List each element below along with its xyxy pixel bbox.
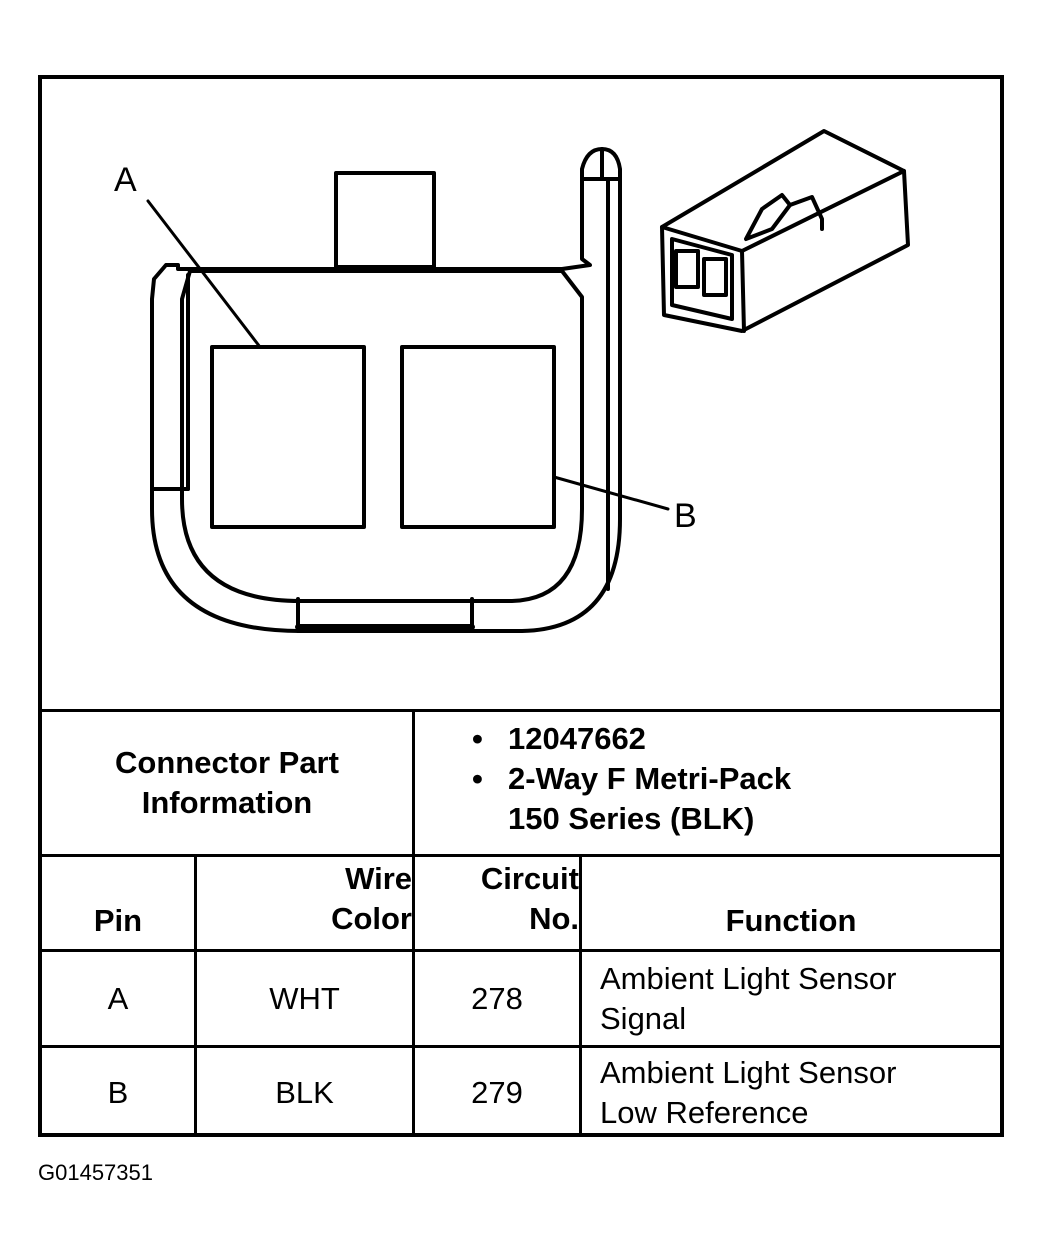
connector-shell-inner <box>180 269 584 603</box>
connector-info-label: Connector Part Information <box>115 745 339 820</box>
header-function: Function <box>725 903 857 938</box>
description-line2: 150 Series (BLK) <box>508 801 755 836</box>
row-b-wire-color: BLK <box>275 1074 334 1110</box>
terminal-cavity-b <box>400 345 556 529</box>
leader-line-a <box>146 199 262 349</box>
header-pin: Pin <box>93 903 143 938</box>
callout-b: B <box>674 497 697 535</box>
row-b-circuit: 279 <box>471 1074 523 1110</box>
row-a-wire-color: WHT <box>269 980 340 1016</box>
divider-header <box>42 949 1000 952</box>
description-item: • 2-Way F Metri-Pack <box>472 759 992 799</box>
row-a-pin: A <box>107 980 129 1016</box>
divider-info <box>42 854 1000 857</box>
divider-col-1 <box>194 854 197 1137</box>
part-number-item: • 12047662 <box>472 719 992 759</box>
diagram-frame: A B Connector Part Information • 1204766… <box>38 75 1004 1137</box>
row-a-function: Ambient Light Sensor Signal <box>600 960 897 1036</box>
divider-diagram <box>42 709 1000 712</box>
divider-info-col <box>412 709 415 857</box>
description-item-2: 150 Series (BLK) <box>472 799 992 839</box>
header-circuit: Circuit No. <box>480 861 579 936</box>
divider-col-2 <box>412 854 415 1137</box>
divider-row <box>42 1045 1000 1048</box>
connector-latch <box>334 171 436 269</box>
part-number: 12047662 <box>508 721 646 756</box>
description-line1: 2-Way F Metri-Pack <box>508 761 792 796</box>
row-a-circuit: 278 <box>471 980 523 1016</box>
figure-id: G01457351 <box>38 1160 153 1185</box>
terminal-cavity-a <box>210 345 366 529</box>
connector-drawing: A B <box>114 129 910 633</box>
divider-col-3 <box>579 854 582 1137</box>
callout-a: A <box>114 161 137 199</box>
row-b-function: Ambient Light Sensor Low Reference <box>600 1054 897 1130</box>
header-wire-color: Wire Color <box>331 861 412 936</box>
connector-3d-view <box>660 129 910 333</box>
connector-info-values: • 12047662 • 2-Way F Metri-Pack 150 Seri… <box>472 719 992 851</box>
row-b-pin: B <box>107 1074 129 1110</box>
leader-line-b <box>552 475 670 511</box>
